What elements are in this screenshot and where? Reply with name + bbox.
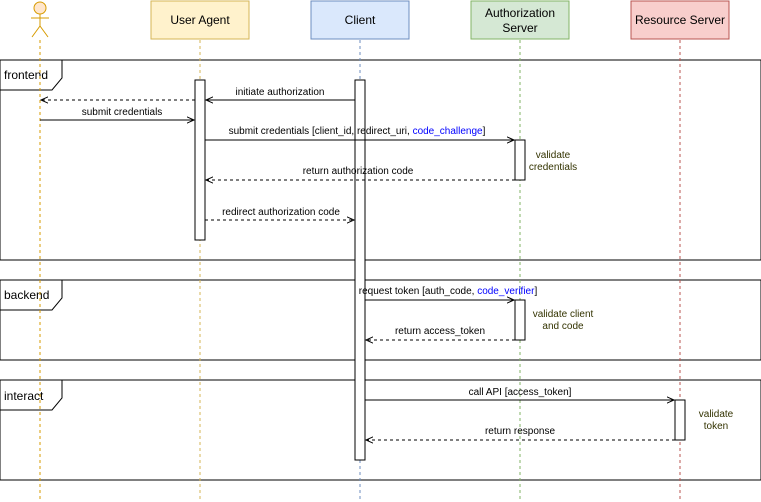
message-submit-credentials-label: submit credentials [82, 107, 163, 118]
resource-server-activation [674, 399, 686, 441]
message-return-access-token: return access_token [366, 326, 515, 340]
participant-auth-server-label-line1: Authorization [485, 6, 555, 20]
message-request-token-label: request token [auth_code, code_verifier] [359, 286, 538, 297]
message-request-token-prefix: request token [auth_code, [359, 286, 477, 297]
note-validate-credentials-line1: validate [536, 150, 571, 161]
note-validate-token-line1: validate [699, 409, 734, 420]
actor-icon [31, 1, 49, 38]
user-agent-activation [194, 79, 206, 241]
message-submit-credentials-pkce-suffix: ] [483, 126, 486, 137]
code-challenge-param: code_challenge [413, 126, 483, 137]
note-validate-token-line2: token [704, 421, 728, 432]
participant-authorization-server: Authorization Server [470, 0, 570, 40]
message-request-token: request token [auth_code, code_verifier] [359, 286, 538, 300]
message-call-api-label: call API [access_token] [469, 387, 572, 398]
message-return-response-label: return response [485, 426, 555, 437]
participant-resource-server: Resource Server [630, 0, 730, 40]
participant-client-label: Client [345, 13, 376, 27]
frame-interact-title: interact [4, 389, 44, 403]
participant-auth-server-label-line2: Server [502, 21, 537, 35]
message-return-access-token-label: return access_token [395, 326, 485, 337]
participant-user-agent: User Agent [150, 0, 250, 40]
message-submit-credentials: submit credentials [40, 107, 194, 120]
participant-client: Client [310, 0, 410, 40]
frame-frontend-title: frontend [4, 68, 48, 82]
message-return-response: return response [366, 426, 675, 440]
note-validate-client-line1: validate client [533, 309, 594, 320]
message-call-api: call API [access_token] [365, 387, 674, 400]
frame-frontend: frontend [0, 59, 761, 261]
note-validate-client-line2: and code [542, 321, 584, 332]
message-initiate-authorization: initiate authorization [206, 87, 355, 100]
message-submit-credentials-pkce-label: submit credentials [client_id, redirect_… [229, 126, 486, 137]
message-initiate-authorization-label: initiate authorization [236, 87, 325, 98]
message-return-authorization-code: return authorization code [206, 166, 515, 180]
message-redirect-authorization-code: redirect authorization code [205, 207, 354, 220]
note-validate-credentials-line2: credentials [529, 162, 577, 173]
message-request-token-suffix: ] [534, 286, 537, 297]
code-verifier-param: code_verifier [477, 286, 535, 297]
participant-user-agent-label: User Agent [170, 13, 230, 27]
participant-resource-server-label: Resource Server [635, 13, 725, 27]
note-validate-client: validate client and code [533, 309, 594, 332]
message-submit-credentials-pkce-prefix: submit credentials [client_id, redirect_… [229, 126, 413, 137]
client-activation [354, 79, 366, 461]
message-submit-credentials-pkce: submit credentials [client_id, redirect_… [205, 126, 514, 140]
auth-server-activation-1 [514, 139, 526, 181]
message-return-authorization-code-label: return authorization code [303, 166, 414, 177]
auth-server-activation-2 [514, 299, 526, 341]
frame-backend: backend [0, 279, 761, 361]
frame-backend-title: backend [4, 288, 49, 302]
note-validate-token: validate token [699, 409, 734, 432]
note-validate-credentials: validate credentials [529, 150, 577, 173]
message-redirect-authorization-code-label: redirect authorization code [222, 207, 340, 218]
frame-interact: interact [0, 379, 761, 481]
